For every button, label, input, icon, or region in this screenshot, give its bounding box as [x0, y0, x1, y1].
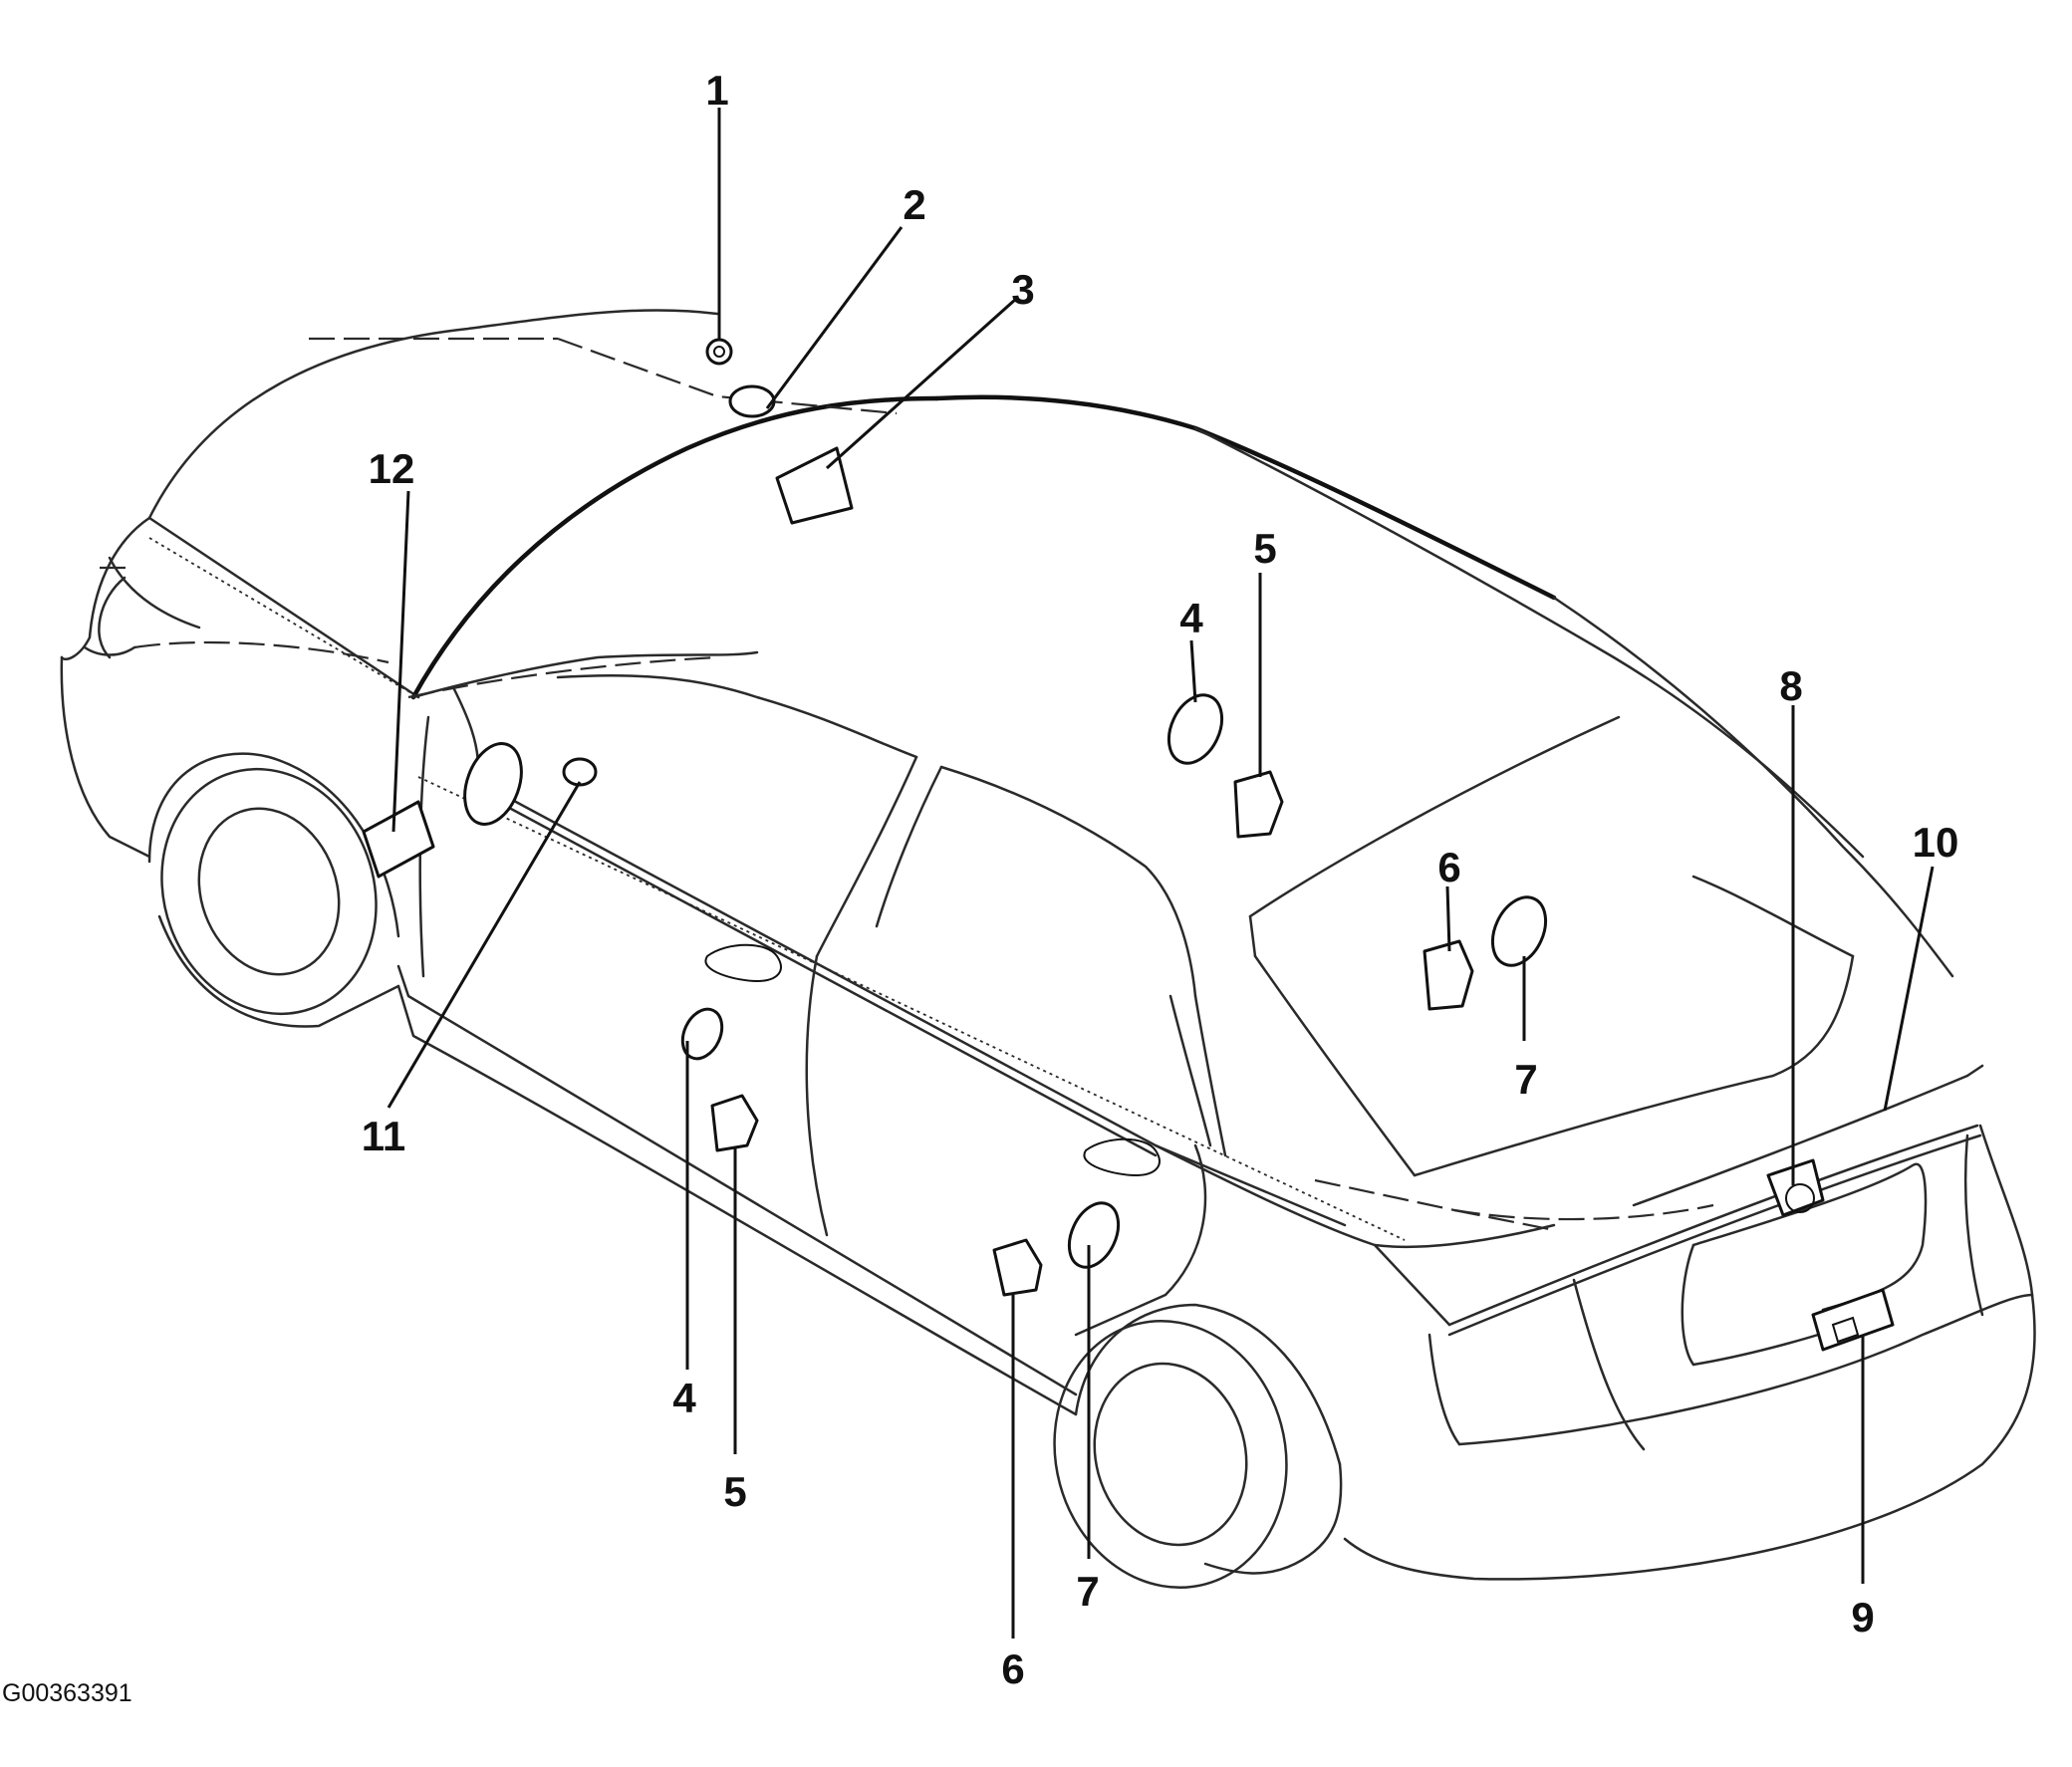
component-5-module-left — [710, 1094, 759, 1152]
callout-4: 4 — [672, 1375, 696, 1421]
callout-6: 6 — [1437, 844, 1460, 890]
vehicle-body — [60, 309, 2036, 1590]
callout-8: 8 — [1779, 662, 1802, 709]
component-12-front-module — [362, 800, 435, 879]
component-4-speaker-right — [1166, 693, 1224, 765]
callout-5: 5 — [723, 1468, 746, 1515]
callout-7: 7 — [1076, 1568, 1099, 1615]
component-7-speaker-left — [1067, 1201, 1121, 1269]
callout-6: 6 — [1001, 1645, 1024, 1692]
callout-9: 9 — [1851, 1594, 1874, 1641]
callout-7: 7 — [1514, 1056, 1537, 1103]
component-4-speaker-left — [680, 1007, 724, 1061]
component-2-dome-speaker — [728, 384, 776, 418]
leader-lines — [387, 108, 1935, 1639]
callout-5: 5 — [1253, 525, 1276, 572]
callout-1: 1 — [705, 67, 728, 114]
component-3-roof-module — [775, 446, 854, 525]
figure-id: G00363391 — [2, 1679, 132, 1707]
front-door-speaker — [463, 742, 523, 826]
component-8-rear-unit — [1766, 1158, 1825, 1217]
callout-4: 4 — [1179, 595, 1203, 641]
callout-3: 3 — [1011, 266, 1034, 313]
callout-11: 11 — [362, 1113, 405, 1159]
component-6-module-left — [992, 1238, 1043, 1297]
callout-12: 12 — [369, 445, 415, 492]
callout-2: 2 — [903, 181, 925, 228]
component-5-module-right — [1233, 770, 1284, 839]
component-11-tweeter — [562, 757, 598, 787]
component-1-antenna-base — [705, 338, 733, 366]
callout-10: 10 — [1913, 819, 1959, 866]
component-7-speaker-right — [1490, 895, 1548, 967]
callout-labels: 1 2 3 12 4 5 8 10 6 7 11 4 5 6 7 9 — [362, 67, 1959, 1692]
components — [362, 338, 1895, 1352]
component-6-module-right — [1423, 939, 1474, 1011]
